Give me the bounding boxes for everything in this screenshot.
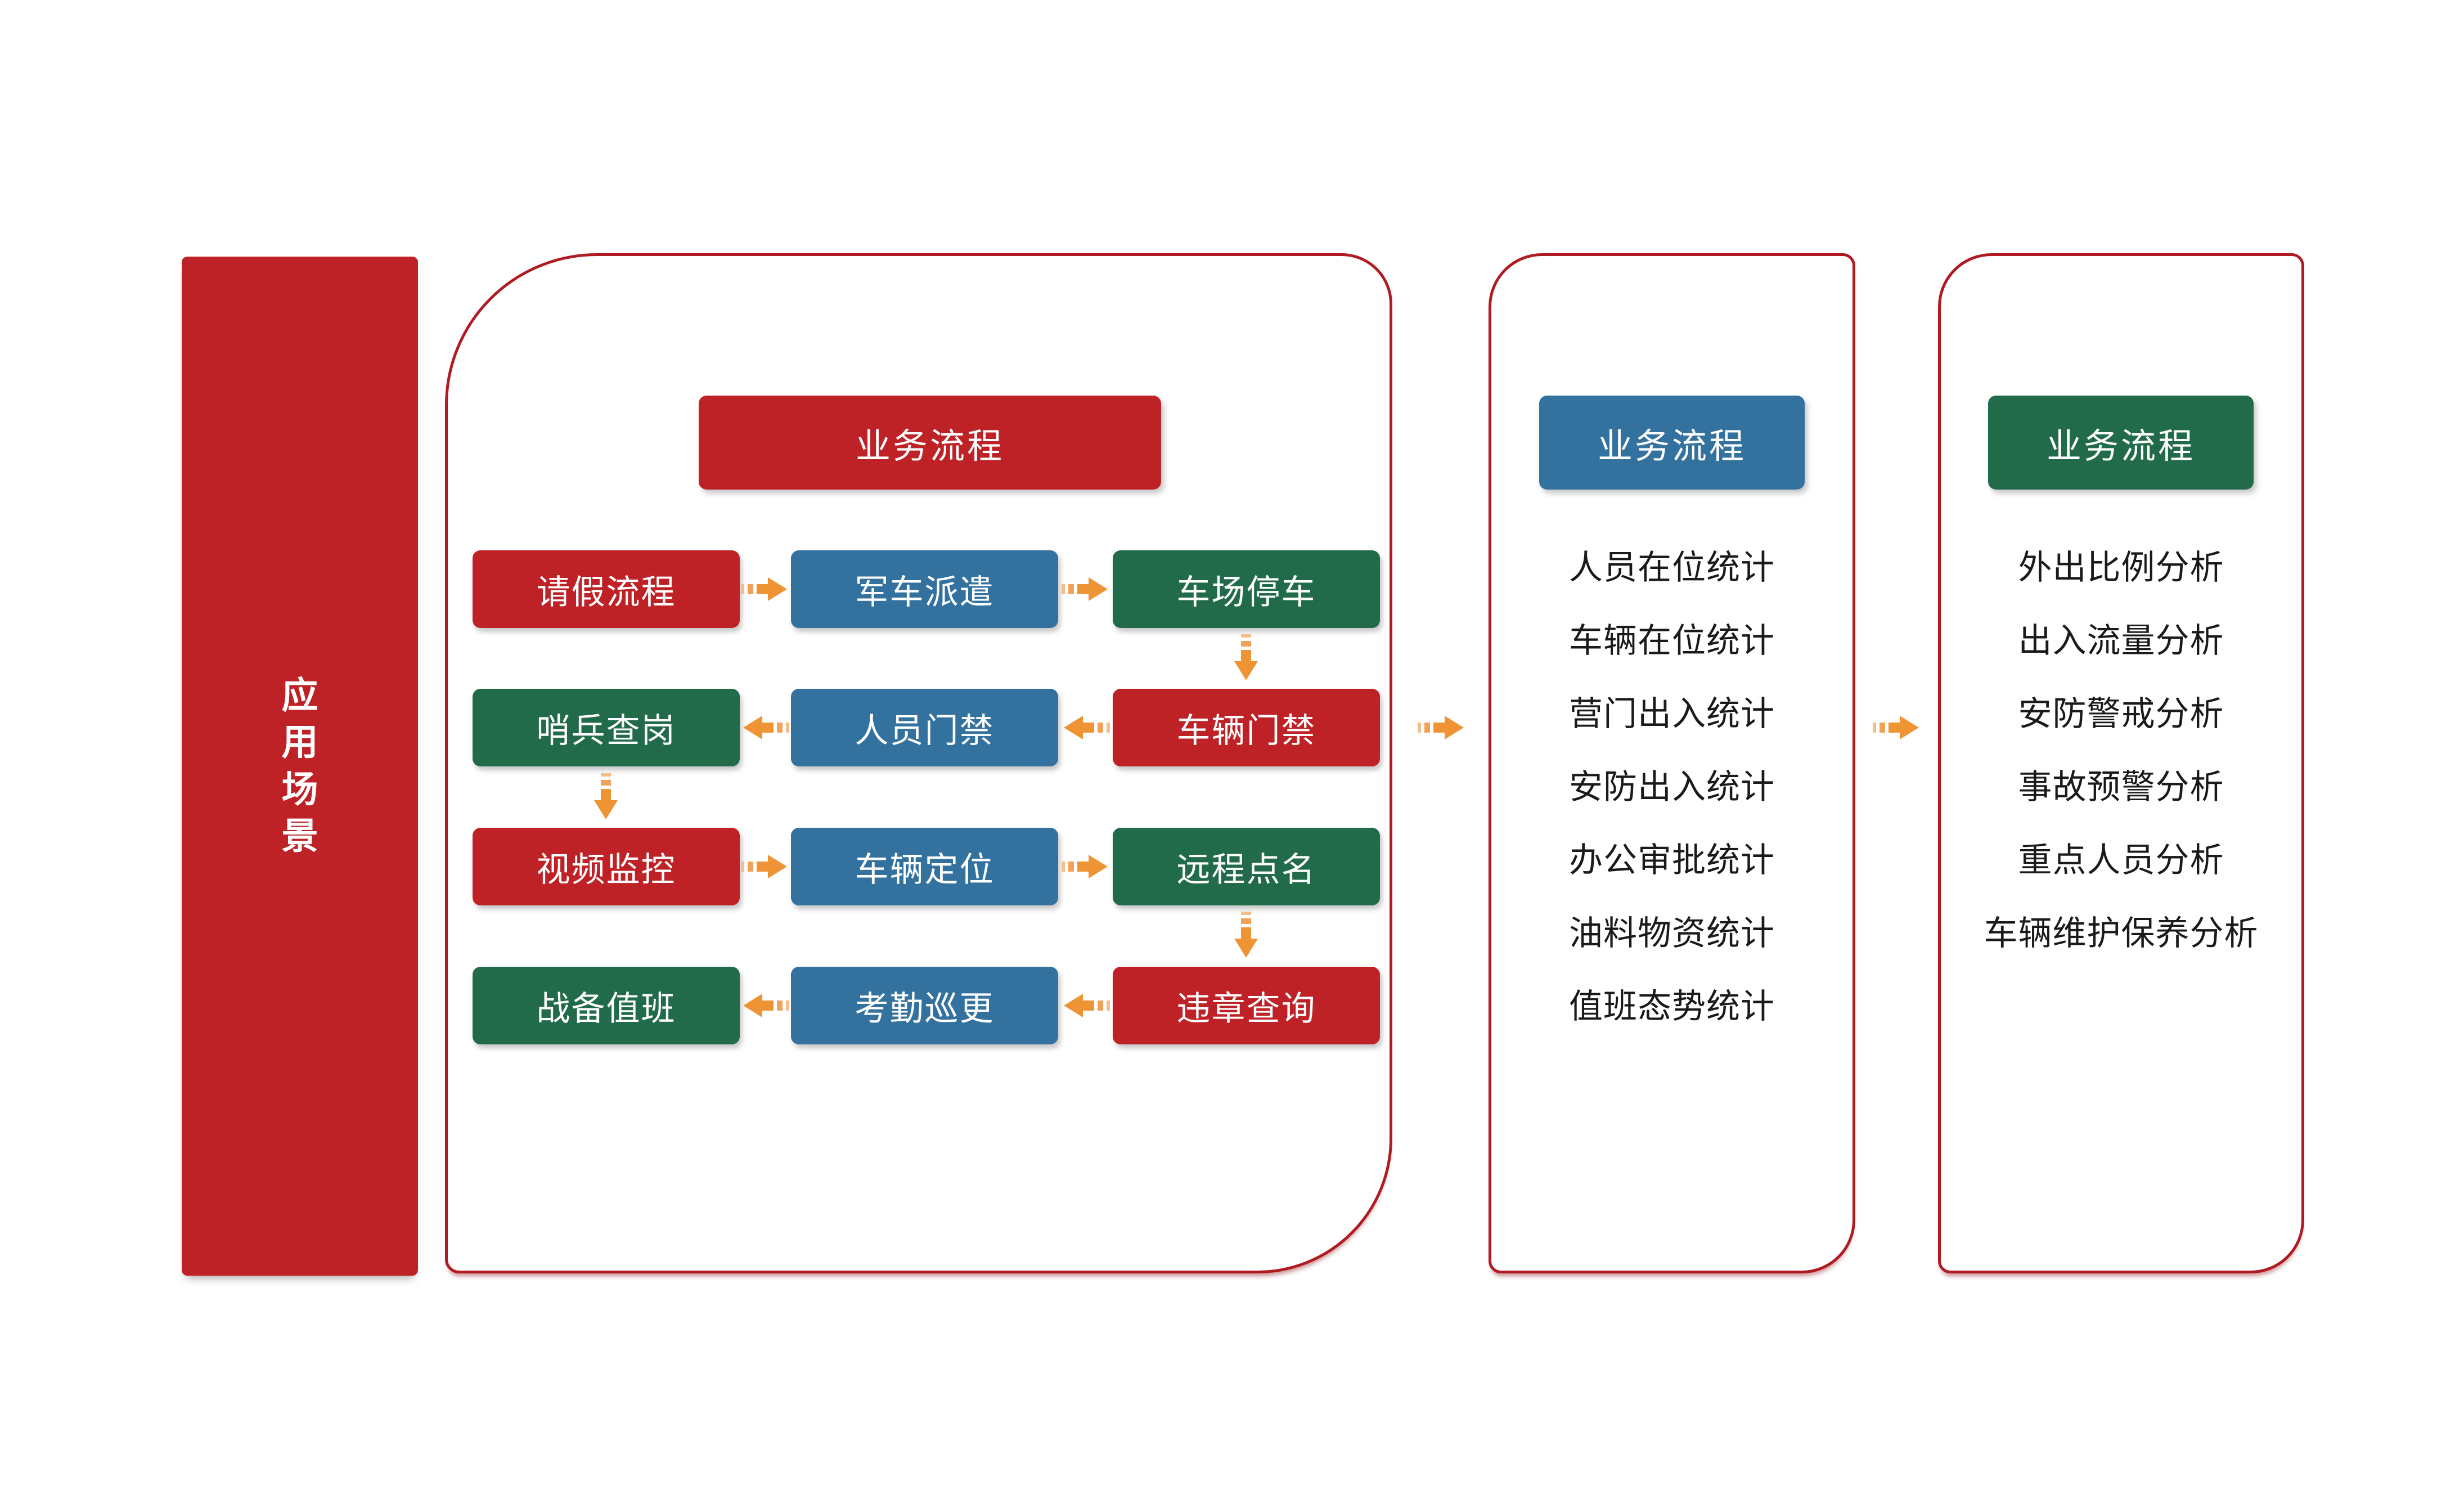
flow-box-lot-parking: 车场停车	[1113, 550, 1380, 628]
list-item: 安防警戒分析	[2018, 694, 2224, 734]
flow-arrow-right-icon	[1062, 852, 1110, 881]
application-scenario-label: 应用场景	[281, 675, 318, 858]
list-item: 营门出入统计	[1569, 694, 1775, 734]
flow-box-vehicle-location: 车辆定位	[791, 828, 1058, 905]
flow-box-sentry-check: 哨兵查岗	[473, 689, 740, 766]
flow-arrow-left-icon	[741, 713, 789, 742]
statistics-list: 人员在位统计 车辆在位统计 营门出入统计 安防出入统计 办公审批统计 油料物资统…	[1489, 528, 1855, 1040]
flow-arrow-left-icon	[741, 991, 789, 1020]
flow-box-remote-rollcall: 远程点名	[1113, 828, 1380, 905]
flow-box-video-surveillance: 视频监控	[473, 828, 740, 905]
list-item: 事故预警分析	[2018, 767, 2224, 807]
flow-arrow-down-icon	[1231, 912, 1261, 960]
list-item: 出入流量分析	[2018, 621, 2224, 661]
flow-box-leave-process: 请假流程	[473, 550, 740, 628]
list-item: 重点人员分析	[2018, 840, 2224, 880]
list-item: 安防出入统计	[1569, 767, 1775, 807]
flow-arrow-right-icon	[1062, 575, 1110, 604]
flow-box-military-dispatch: 军车派遣	[791, 550, 1058, 628]
flow-box-violation-query: 违章查询	[1113, 967, 1380, 1044]
list-item: 值班态势统计	[1569, 986, 1775, 1026]
list-item: 人员在位统计	[1569, 548, 1775, 587]
list-item: 车辆在位统计	[1569, 621, 1775, 661]
flow-arrow-left-icon	[1062, 991, 1110, 1020]
flow-arrow-right-icon	[741, 852, 789, 881]
panel-link-arrow-icon	[1418, 713, 1466, 742]
panel3-header: 业务流程	[1988, 396, 2254, 490]
list-item: 车辆维护保养分析	[1984, 913, 2259, 953]
list-item: 油料物资统计	[1569, 913, 1775, 953]
panel2-header: 业务流程	[1539, 396, 1805, 490]
panel1-header: 业务流程	[699, 396, 1161, 490]
list-item: 外出比例分析	[2018, 548, 2224, 587]
application-scenario-banner: 应用场景	[182, 257, 418, 1276]
analysis-list: 外出比例分析 出入流量分析 安防警戒分析 事故预警分析 重点人员分析 车辆维护保…	[1938, 528, 2304, 967]
flow-arrow-left-icon	[1062, 713, 1110, 742]
flow-box-personnel-access: 人员门禁	[791, 689, 1058, 766]
list-item: 办公审批统计	[1569, 840, 1775, 880]
flow-arrow-down-icon	[591, 773, 621, 822]
flow-box-attendance-patrol: 考勤巡更	[791, 967, 1058, 1044]
flow-arrow-down-icon	[1231, 634, 1261, 683]
flow-box-combat-duty: 战备值班	[473, 967, 740, 1044]
flow-box-vehicle-access: 车辆门禁	[1113, 689, 1380, 766]
flow-arrow-right-icon	[741, 575, 789, 604]
panel-link-arrow-icon	[1873, 713, 1921, 742]
